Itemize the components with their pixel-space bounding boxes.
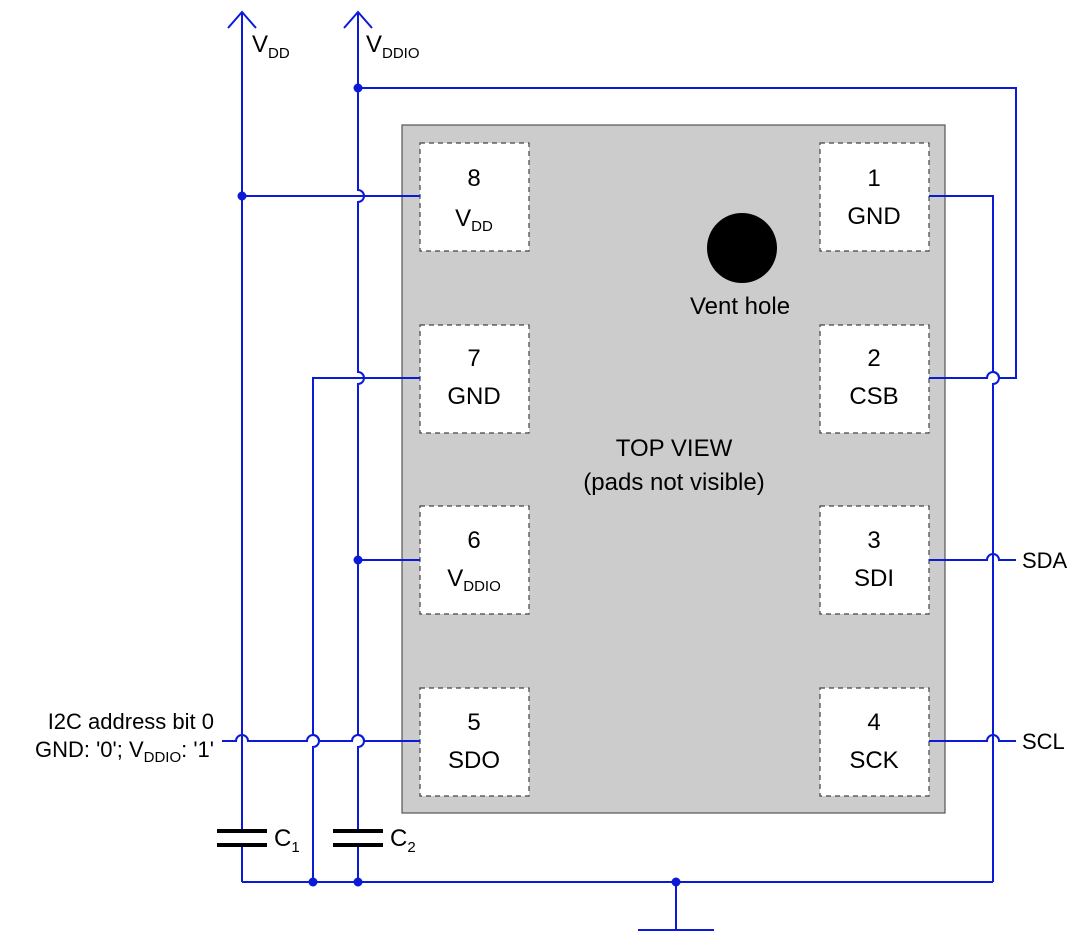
pad-4 (819, 687, 930, 797)
pad-7 (419, 324, 530, 434)
sda-label: SDA (1022, 548, 1068, 573)
pads-not-visible-label: (pads not visible) (583, 469, 764, 496)
junction-dot (353, 83, 363, 93)
pin-2-number: 2 (867, 345, 880, 372)
junction-dot (671, 877, 681, 887)
pin-1-number: 1 (867, 165, 880, 192)
sda-wire (929, 553, 1016, 561)
pin-4-number: 4 (867, 709, 880, 736)
pin-4-name: SCK (849, 747, 898, 774)
pad-1 (819, 142, 930, 252)
pin-5-number: 5 (467, 709, 480, 736)
gnd-right-rail-wire (929, 195, 1000, 882)
i2c-address-values: GND: '0'; VDDIO: '1' (35, 737, 214, 766)
pin-6-number: 6 (467, 527, 480, 554)
pin-2-name: CSB (849, 383, 898, 410)
top-view-label: TOP VIEW (616, 435, 733, 462)
vent-hole-label: Vent hole (690, 293, 790, 320)
pin-6-name: VDDIO (447, 565, 501, 595)
vddio-rail-wire (357, 12, 365, 831)
scl-wire (929, 734, 1016, 742)
vdd-label: VDD (252, 31, 290, 62)
junction-dot (237, 191, 247, 201)
junction-dot (353, 877, 363, 887)
pin-3-name: SDI (854, 565, 894, 592)
pad-2 (819, 324, 930, 434)
pin-7-number: 7 (467, 345, 480, 372)
scl-label: SCL (1022, 729, 1065, 754)
pin-8-number: 8 (467, 165, 480, 192)
c2-label: C2 (390, 825, 416, 856)
pin-8-name: VDD (455, 205, 493, 235)
vent-hole (707, 213, 777, 283)
junction-dot (353, 555, 363, 565)
c1-label: C1 (274, 825, 300, 856)
pin-5-wire (222, 734, 420, 742)
pin-7-name: GND (447, 383, 500, 410)
i2c-address-label: I2C address bit 0 (48, 709, 214, 734)
pad-8 (419, 142, 530, 252)
pad-6 (419, 505, 530, 615)
junction-dot (308, 877, 318, 887)
pad-3 (819, 505, 930, 615)
pin-5-name: SDO (448, 747, 500, 774)
vddio-label: VDDIO (366, 31, 420, 62)
pin-1-name: GND (847, 203, 900, 230)
pin-3-number: 3 (867, 527, 880, 554)
pad-5 (419, 687, 530, 797)
